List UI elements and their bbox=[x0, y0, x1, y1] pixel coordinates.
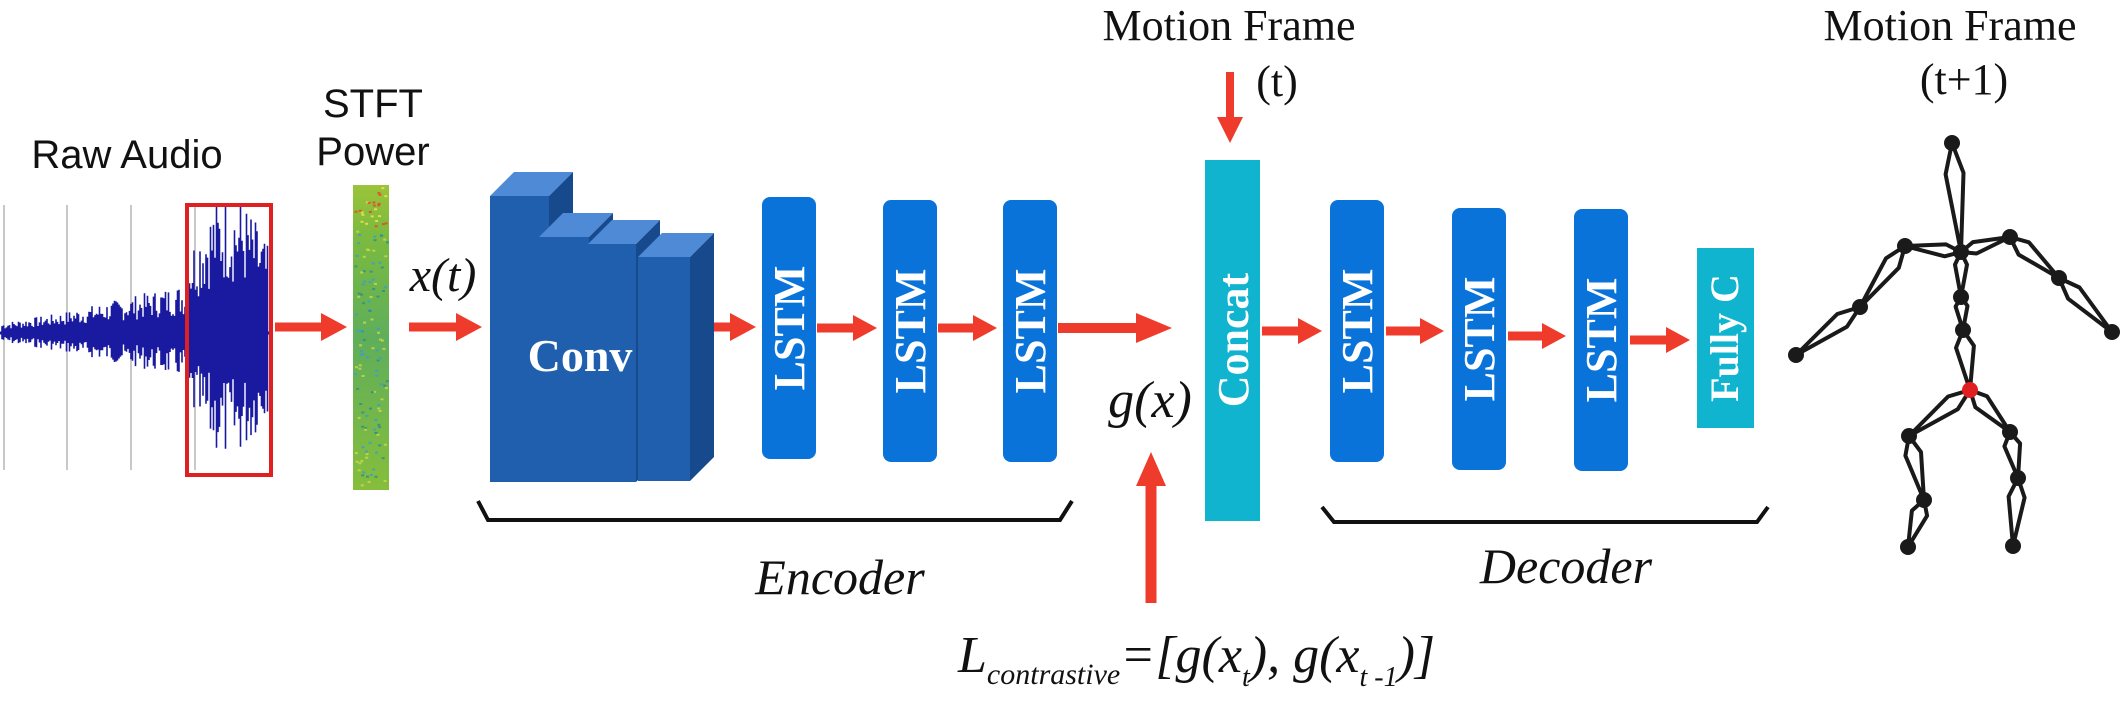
encoder-lstm-2-label: LSTM bbox=[886, 269, 935, 394]
skeleton-joint-neck bbox=[1953, 244, 1969, 260]
waveform-signal bbox=[0, 204, 270, 449]
skeleton-joint-rha bbox=[2104, 324, 2120, 340]
skeleton-bone-lel-lha bbox=[1794, 305, 1862, 357]
stft-spectrogram bbox=[353, 185, 389, 490]
encoder-lstm-3: LSTM bbox=[1003, 200, 1057, 462]
encoder-brace bbox=[476, 499, 1074, 522]
decoder-lstm-2: LSTM bbox=[1452, 208, 1506, 470]
skeleton-bone-rel-rha bbox=[2057, 276, 2114, 334]
flow-arrows bbox=[275, 72, 1690, 603]
skeleton-joint-pelvis bbox=[1962, 382, 1978, 398]
arrow-stft-to-conv bbox=[409, 313, 482, 341]
audio-window-highlight bbox=[185, 203, 273, 477]
skeleton-pose bbox=[1788, 135, 2120, 555]
concat-label: Concat bbox=[1209, 272, 1258, 407]
motion-frame-t-label: Motion Frame bbox=[1103, 1, 1356, 50]
motion-frame-t1-index: (t+1) bbox=[1920, 55, 2008, 104]
encoder-lstm-1: LSTM bbox=[762, 197, 816, 459]
decoder-lstm-2-label: LSTM bbox=[1455, 277, 1504, 402]
skeleton-bone-head-neck bbox=[1943, 141, 1966, 254]
raw-audio-waveform bbox=[0, 203, 273, 477]
decoder-lstm-3: LSTM bbox=[1574, 209, 1628, 471]
skeleton-bone-rsh-rel bbox=[2008, 235, 2061, 280]
skeleton-joint-lhip bbox=[1901, 428, 1917, 444]
skeleton-joint-sternum bbox=[1955, 322, 1971, 338]
fully-connected-label: Fully C bbox=[1702, 274, 1747, 402]
decoder-label: Decoder bbox=[1479, 538, 1653, 594]
concat-block: Concat bbox=[1205, 160, 1260, 521]
skeleton-bone-pelvis-lhip bbox=[1907, 388, 1972, 438]
skeleton-joint-rkn bbox=[2010, 470, 2026, 486]
fully-connected-block: Fully C bbox=[1697, 248, 1754, 428]
skeleton-bone-rkn-rft bbox=[2006, 476, 2027, 548]
skeleton-bone-neck-lsh bbox=[1903, 242, 1963, 259]
conv-block bbox=[490, 172, 714, 482]
arrow-motion-frame-to-concat bbox=[1217, 72, 1243, 143]
motion-frame-t-index: (t) bbox=[1256, 57, 1298, 106]
skeleton-joint-lkn bbox=[1916, 492, 1932, 508]
skeleton-joint-lsh bbox=[1897, 238, 1913, 254]
skeleton-joint-rft bbox=[2005, 538, 2021, 554]
input-variable-label: x(t) bbox=[409, 249, 477, 302]
arrow-lstm2-to-lstm3 bbox=[938, 315, 997, 341]
skeleton-joint-rsh bbox=[2002, 229, 2018, 245]
arrow-dlstm1-to-dlstm2 bbox=[1386, 318, 1444, 344]
skeleton-joint-head bbox=[1944, 135, 1960, 151]
arrow-conv-to-lstm1 bbox=[694, 313, 756, 341]
skeleton-joint-rel bbox=[2051, 270, 2067, 286]
encoder-lstm-2: LSTM bbox=[883, 200, 937, 462]
arrow-concat-to-lstm1 bbox=[1262, 318, 1322, 344]
encoder-lstm-3-label: LSTM bbox=[1006, 269, 1055, 394]
skeleton-bone-lhip-lkn bbox=[1903, 434, 1926, 502]
conv-label: Conv bbox=[528, 330, 633, 381]
skeleton-bone-lsh-lel bbox=[1858, 244, 1907, 309]
skeleton-bone-pelvis-rhip bbox=[1968, 388, 2012, 434]
arrow-lstm3-to-embedding bbox=[1058, 313, 1172, 343]
decoder-lstm-3-label: LSTM bbox=[1577, 278, 1626, 403]
encoder-label: Encoder bbox=[754, 549, 925, 605]
encoder-lstm-1-label: LSTM bbox=[765, 266, 814, 391]
arrow-dlstm2-to-dlstm3 bbox=[1508, 323, 1566, 349]
contrastive-loss-equation: Lcontrastive=[g(xt), g(xt -1)] bbox=[957, 627, 1435, 693]
raw-audio-label: Raw Audio bbox=[31, 133, 222, 177]
skeleton-joint-lha bbox=[1788, 347, 1804, 363]
decoder-brace bbox=[1320, 505, 1770, 524]
skeleton-joint-lft bbox=[1900, 539, 1916, 555]
embedding-variable-label: g(x) bbox=[1108, 372, 1192, 429]
decoder-lstm-1: LSTM bbox=[1330, 200, 1384, 462]
arrow-lstm1-to-lstm2 bbox=[817, 315, 877, 341]
skeleton-bone-sternum-pelvis bbox=[1954, 328, 1976, 392]
arrow-dlstm3-to-fc bbox=[1630, 327, 1690, 353]
skeleton-joint-lel bbox=[1852, 299, 1868, 315]
skeleton-joint-chest bbox=[1953, 289, 1969, 305]
stft-label-line1: STFT bbox=[323, 82, 423, 126]
skeleton-joint-rhip bbox=[2002, 424, 2018, 440]
decoder-lstm-1-label: LSTM bbox=[1333, 269, 1382, 394]
stft-label-line2: Power bbox=[316, 130, 429, 174]
arrow-audio-to-stft bbox=[275, 313, 347, 341]
arrow-loss-to-embedding bbox=[1136, 452, 1166, 603]
conv-layer-4 bbox=[638, 233, 714, 481]
motion-frame-t1-label: Motion Frame bbox=[1824, 1, 2077, 50]
